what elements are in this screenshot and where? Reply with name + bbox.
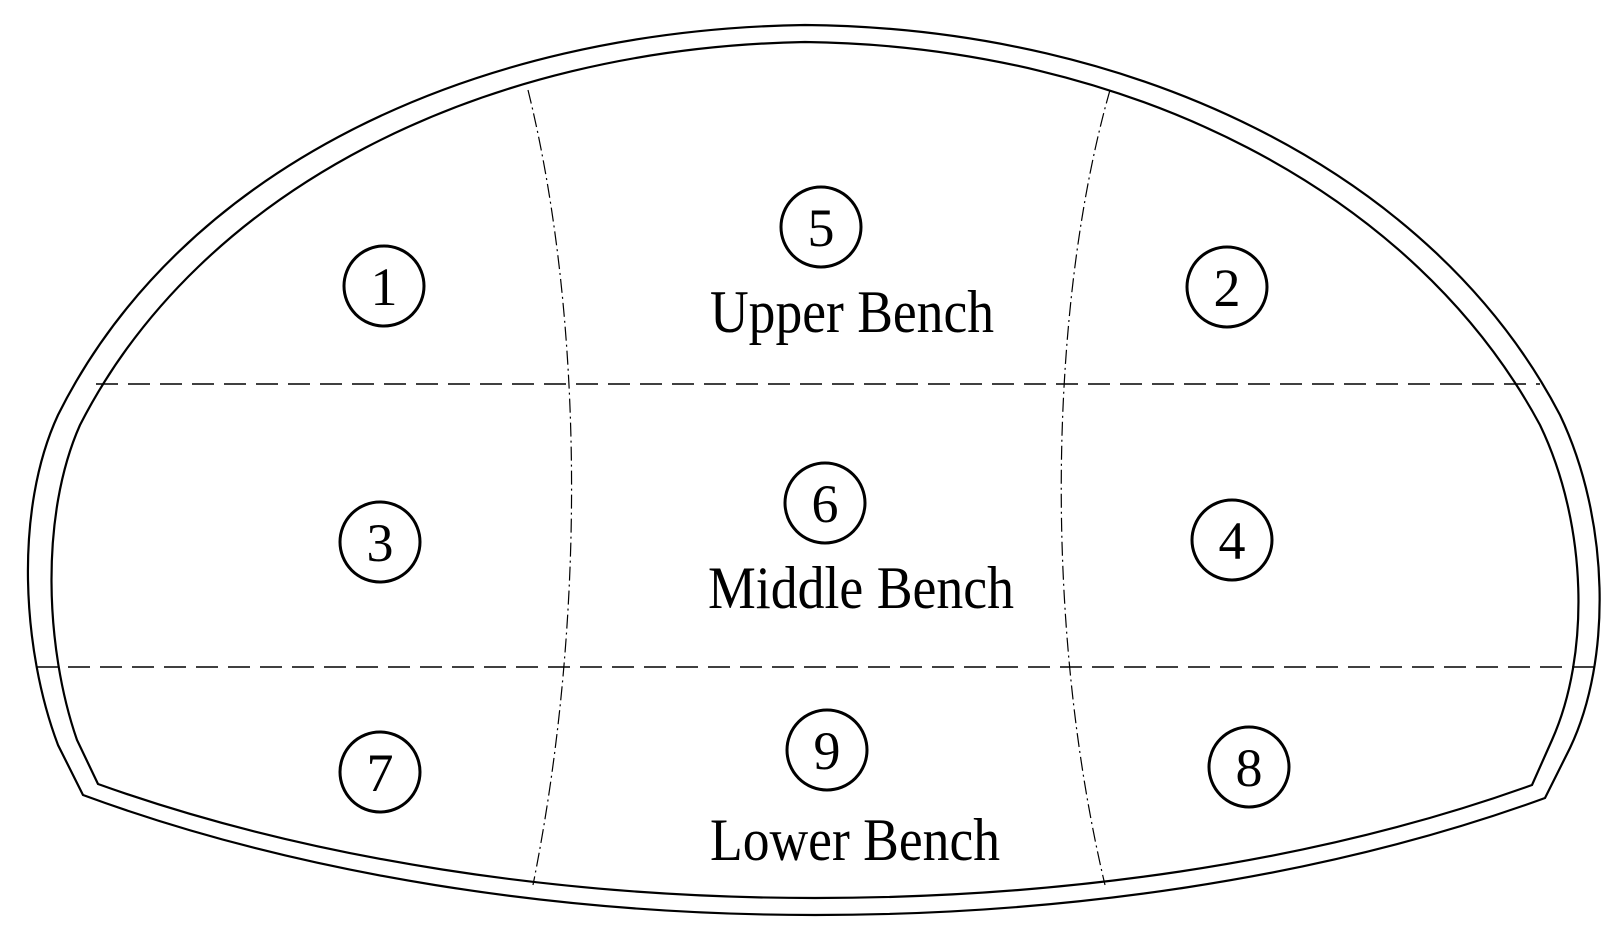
section-number: 5: [808, 198, 835, 258]
section-number: 1: [371, 257, 398, 317]
tunnel-inner-outline: [50, 40, 1580, 900]
partition-line-left: [527, 89, 573, 886]
section-badge-8: 8: [1207, 725, 1291, 809]
section-badge-2: 2: [1185, 245, 1269, 329]
section-number: 3: [367, 513, 394, 573]
section-badge-7: 7: [338, 730, 422, 814]
section-badge-6: 6: [783, 461, 867, 545]
section-number: 4: [1219, 511, 1246, 571]
upper-bench-label: Upper Bench: [710, 279, 994, 345]
section-number: 2: [1214, 258, 1241, 318]
tunnel-outer-outline: [26, 23, 1601, 917]
section-badge-4: 4: [1190, 498, 1274, 582]
section-badge-9: 9: [785, 708, 869, 792]
section-number: 7: [367, 743, 394, 803]
section-number: 8: [1236, 738, 1263, 798]
lower-bench-label: Lower Bench: [710, 807, 1000, 873]
partition-line-right: [1060, 89, 1111, 886]
middle-bench-label: Middle Bench: [708, 555, 1014, 621]
section-badge-5: 5: [779, 185, 863, 269]
section-badge-3: 3: [338, 500, 422, 584]
section-number: 9: [814, 721, 841, 781]
section-badge-1: 1: [342, 244, 426, 328]
section-number: 6: [812, 474, 839, 534]
